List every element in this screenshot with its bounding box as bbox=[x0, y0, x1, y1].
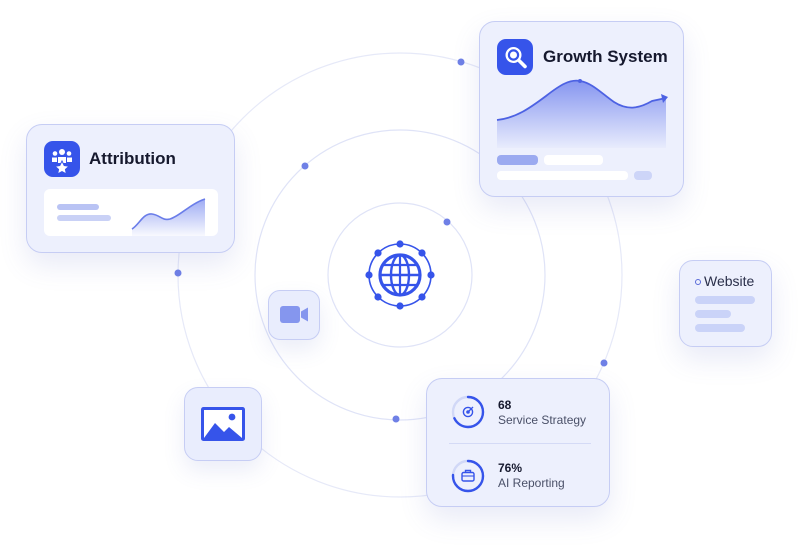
orbit-dot bbox=[443, 218, 451, 226]
placeholder-bar bbox=[497, 171, 628, 180]
website-dot-icon bbox=[695, 279, 701, 285]
website-card[interactable]: Website bbox=[679, 260, 772, 347]
orbit-dot bbox=[392, 415, 400, 423]
placeholder-bar bbox=[497, 155, 538, 165]
stats-card[interactable]: 68 Service Strategy 76% AI Reporting bbox=[426, 378, 610, 507]
placeholder-line bbox=[695, 310, 731, 318]
image-tile[interactable] bbox=[184, 387, 262, 461]
placeholder-line bbox=[695, 296, 755, 304]
placeholder-line bbox=[695, 324, 745, 332]
magnifier-chart-icon bbox=[497, 39, 533, 75]
placeholder-line bbox=[57, 204, 99, 210]
service-strategy-label: Service Strategy bbox=[498, 413, 587, 427]
website-label: Website bbox=[704, 273, 755, 289]
service-strategy-value: 68 bbox=[498, 398, 512, 412]
attribution-icon bbox=[44, 141, 80, 177]
placeholder-bar bbox=[544, 155, 603, 165]
orbit-dot bbox=[174, 269, 182, 277]
growth-system-title: Growth System bbox=[543, 47, 668, 66]
placeholder-line bbox=[57, 215, 111, 221]
target-icon bbox=[451, 395, 485, 429]
globe-network-icon bbox=[365, 240, 435, 310]
growth-area-chart bbox=[496, 79, 668, 148]
orbit-dot bbox=[301, 162, 309, 170]
attribution-chart-panel bbox=[44, 189, 218, 236]
attribution-card[interactable]: Attribution bbox=[26, 124, 235, 253]
orbit-dot bbox=[457, 58, 465, 66]
briefcase-icon bbox=[451, 459, 485, 493]
attribution-sparkline bbox=[131, 198, 206, 236]
growth-system-card[interactable]: Growth System bbox=[479, 21, 684, 197]
ai-reporting-label: AI Reporting bbox=[498, 476, 565, 490]
placeholder-bar bbox=[634, 171, 652, 180]
image-icon bbox=[201, 407, 245, 441]
orbit-dot bbox=[600, 359, 608, 367]
video-camera-icon bbox=[280, 306, 308, 323]
ai-reporting-value: 76% bbox=[498, 461, 523, 475]
video-tile[interactable] bbox=[268, 290, 320, 340]
attribution-title: Attribution bbox=[89, 149, 176, 168]
divider bbox=[449, 443, 591, 444]
